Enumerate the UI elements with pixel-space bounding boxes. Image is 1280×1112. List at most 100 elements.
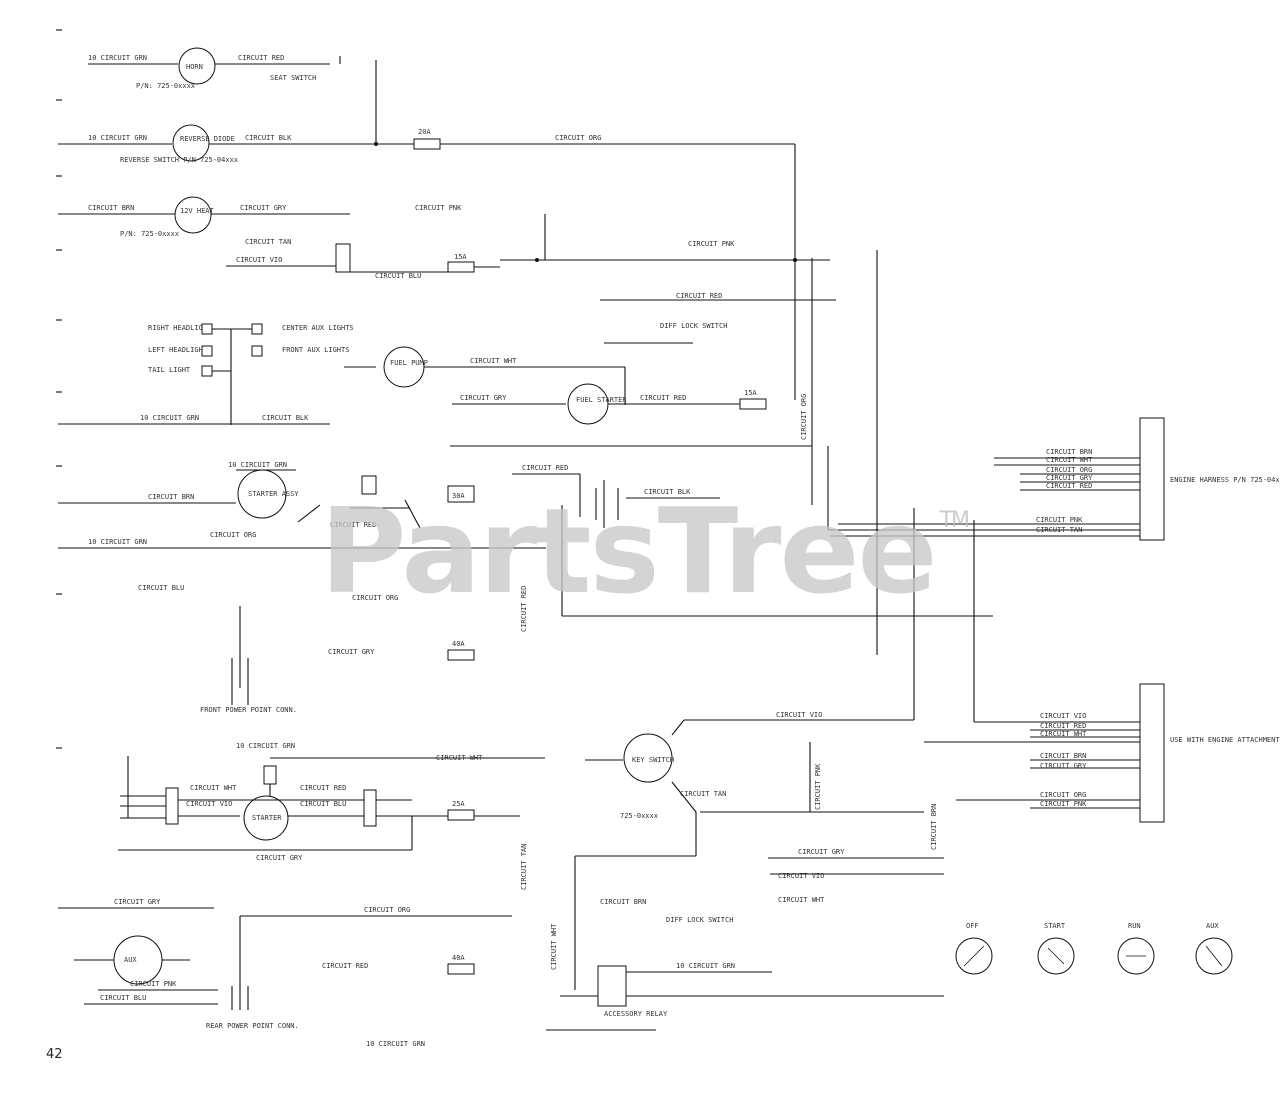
diff-lock-label: DIFF LOCK SWITCH (660, 322, 727, 330)
engine-attachment-connector (1139, 683, 1165, 823)
horn-part-label: P/N: 725-0xxxx (136, 82, 195, 90)
bottom-wire-3: CIRCUIT RED (322, 962, 368, 970)
ks-vert-wire: CIRCUIT PNK (814, 763, 822, 810)
fpp-wire: CIRCUIT BLU (138, 584, 184, 592)
switch-run-label: RUN (1128, 922, 1141, 930)
reverse-diode-icon (172, 124, 210, 162)
heater-label: 12V HEAT (180, 207, 215, 215)
center-wire-1: CIRCUIT ORG (352, 594, 398, 602)
front-power-point-label: FRONT POWER POINT CONN. (200, 706, 297, 714)
relay-wire-main: CIRCUIT PNK (688, 240, 735, 248)
fuse-seat (447, 485, 475, 503)
sm-vert-wire: CIRCUIT TAN (520, 844, 528, 890)
sm-wire-4: CIRCUIT BLU (300, 800, 346, 808)
rear-assy-label: AUX (124, 956, 137, 964)
rev-wire-main: CIRCUIT ORG (555, 134, 601, 142)
horn-wire-in: 10 CIRCUIT GRN (88, 54, 147, 62)
dl-wire-4: CIRCUIT WHT (778, 896, 825, 904)
right-headlight-label: RIGHT HEADLIGHT (148, 324, 212, 332)
accessory-relay-label: ACCESSORY RELAY (604, 1010, 668, 1018)
fuse-fuel-label: 15A (744, 389, 757, 397)
ec-wire-3: CIRCUIT WHT (1040, 730, 1087, 738)
fuse-bottom-label: 40A (452, 954, 465, 962)
seat-wire-label: CIRCUIT RED (330, 521, 376, 529)
diff-lock-switch-label: DIFF LOCK SWITCH (666, 916, 733, 924)
ks-vert-wire-2: CIRCUIT BRN (930, 804, 938, 850)
fuse-starter-label: 25A (452, 800, 465, 808)
reverse-diode-group: REVERSE DIODE 20A 10 CIRCUIT GRN CIRCUIT… (58, 60, 795, 164)
rev-diode-label: REVERSE DIODE (180, 135, 235, 143)
battery-wire-top: CIRCUIT RED (522, 464, 568, 472)
center-aux-label: CENTER AUX LIGHTS (282, 324, 354, 332)
fuel-pump-label: FUEL PUMP (390, 359, 428, 367)
front-aux-label: FRONT AUX LIGHTS (282, 346, 349, 354)
center-aux-icon (251, 323, 263, 335)
ks-wire-top-r: CIRCUIT WHT (436, 754, 483, 762)
starter-motor-label: STARTER (252, 814, 282, 822)
fuse-relay-label: 15A (454, 253, 467, 261)
dl-wire-2: CIRCUIT VIO (778, 872, 824, 880)
fuse-relay (447, 261, 475, 273)
key-switch-group: 10 CIRCUIT GRN CIRCUIT WHT KEY SWITCH CI… (236, 711, 1140, 990)
page-number: 42 (46, 1047, 63, 1062)
fuse-center-label: 40A (452, 640, 465, 648)
fuel-starter-icon (567, 383, 609, 425)
left-headlight-icon (201, 345, 213, 357)
eh-wire-5: CIRCUIT RED (1046, 482, 1092, 490)
front-aux-icon (251, 345, 263, 357)
horn-group: HORN 10 CIRCUIT GRN CIRCUIT RED P/N: 725… (88, 47, 341, 90)
ks-wire-diag: CIRCUIT TAN (680, 790, 726, 798)
starter-wire-bottom: 10 CIRCUIT GRN (88, 538, 147, 546)
fuse-center (447, 649, 475, 661)
bottom-wire-1: CIRCUIT GRY (114, 898, 161, 906)
lights-wire-b: CIRCUIT BLK (262, 414, 309, 422)
use-with-engine-label: USE WITH ENGINE ATTACHMENT P/N 725-0xxxx (1170, 736, 1280, 744)
right-headlight-icon (201, 323, 213, 335)
horn-wire-out: CIRCUIT RED (238, 54, 284, 62)
left-edge-ticks (56, 29, 62, 749)
starter-motor-icon (243, 795, 289, 841)
relay-wire-c: CIRCUIT BLU (375, 272, 421, 280)
rear-assy-icon (113, 935, 163, 985)
fuse-reverse-label: 20A (418, 128, 431, 136)
diff-lock-group: CIRCUIT GRY CIRCUIT VIO CIRCUIT BRN DIFF… (600, 848, 944, 924)
ec-wire-5: CIRCUIT GRY (1040, 762, 1087, 770)
center-fuse-group: FRONT POWER POINT CONN. CIRCUIT BLU CIRC… (138, 584, 528, 714)
lights-group: RIGHT HEADLIGHT LEFT HEADLIGHT TAIL LIGH… (58, 323, 354, 425)
key-switch-label: KEY SWITCH (632, 756, 674, 764)
starter-motor-group: STARTER 25A CIRCUIT WHT CIRCUIT VIO CIRC… (118, 756, 528, 890)
horn-switch-label: SEAT SWITCH (270, 74, 316, 82)
ec-wire-6: CIRCUIT ORG (1040, 791, 1086, 799)
eh-wire-4: CIRCUIT GRY (1046, 474, 1093, 482)
heater-icon (174, 196, 212, 234)
starter-wire-top: 10 CIRCUIT GRN (228, 461, 287, 469)
horn-label: HORN (186, 63, 203, 71)
fuse-bottom (447, 963, 475, 975)
center-wire-2: CIRCUIT GRY (328, 648, 375, 656)
fuel-wire-out: CIRCUIT RED (640, 394, 686, 402)
dl-wire-3: CIRCUIT BRN (600, 898, 646, 906)
sm-wire-2: CIRCUIT VIO (186, 800, 232, 808)
left-headlight-label: LEFT HEADLIGHT (148, 346, 208, 354)
ks-part-label: 725-0xxxx (620, 812, 658, 820)
ks-wire-right: CIRCUIT VIO (776, 711, 822, 719)
bottom-wire-4: 10 CIRCUIT GRN (366, 1040, 425, 1048)
ec-wire-7: CIRCUIT PNK (1040, 800, 1087, 808)
starter-assy-label: STARTER ASSY (248, 490, 299, 498)
battery-wire-right: CIRCUIT BLK (644, 488, 691, 496)
rev-wire-in: 10 CIRCUIT GRN (88, 134, 147, 142)
rear-power-point-label: REAR POWER POINT CONN. (206, 1022, 299, 1030)
switch-aux-label: AUX (1206, 922, 1219, 930)
sm-wire-1: CIRCUIT WHT (190, 784, 237, 792)
center-vert-wire: CIRCUIT RED (520, 586, 528, 632)
bottom-wire-2: CIRCUIT ORG (364, 906, 410, 914)
relay-wire-a: CIRCUIT VIO (236, 256, 282, 264)
tail-light-icon (201, 365, 213, 377)
heater-wire-out: CIRCUIT GRY (240, 204, 287, 212)
ec-wire-4: CIRCUIT BRN (1040, 752, 1086, 760)
eh-wire-1: CIRCUIT BRN (1046, 448, 1092, 456)
bus-wire-label: CIRCUIT RED (676, 292, 722, 300)
engine-harness-group: CIRCUIT BRN CIRCUIT WHT CIRCUIT ORG CIRC… (827, 417, 1280, 541)
lights-wire-a: 10 CIRCUIT GRN (140, 414, 199, 422)
